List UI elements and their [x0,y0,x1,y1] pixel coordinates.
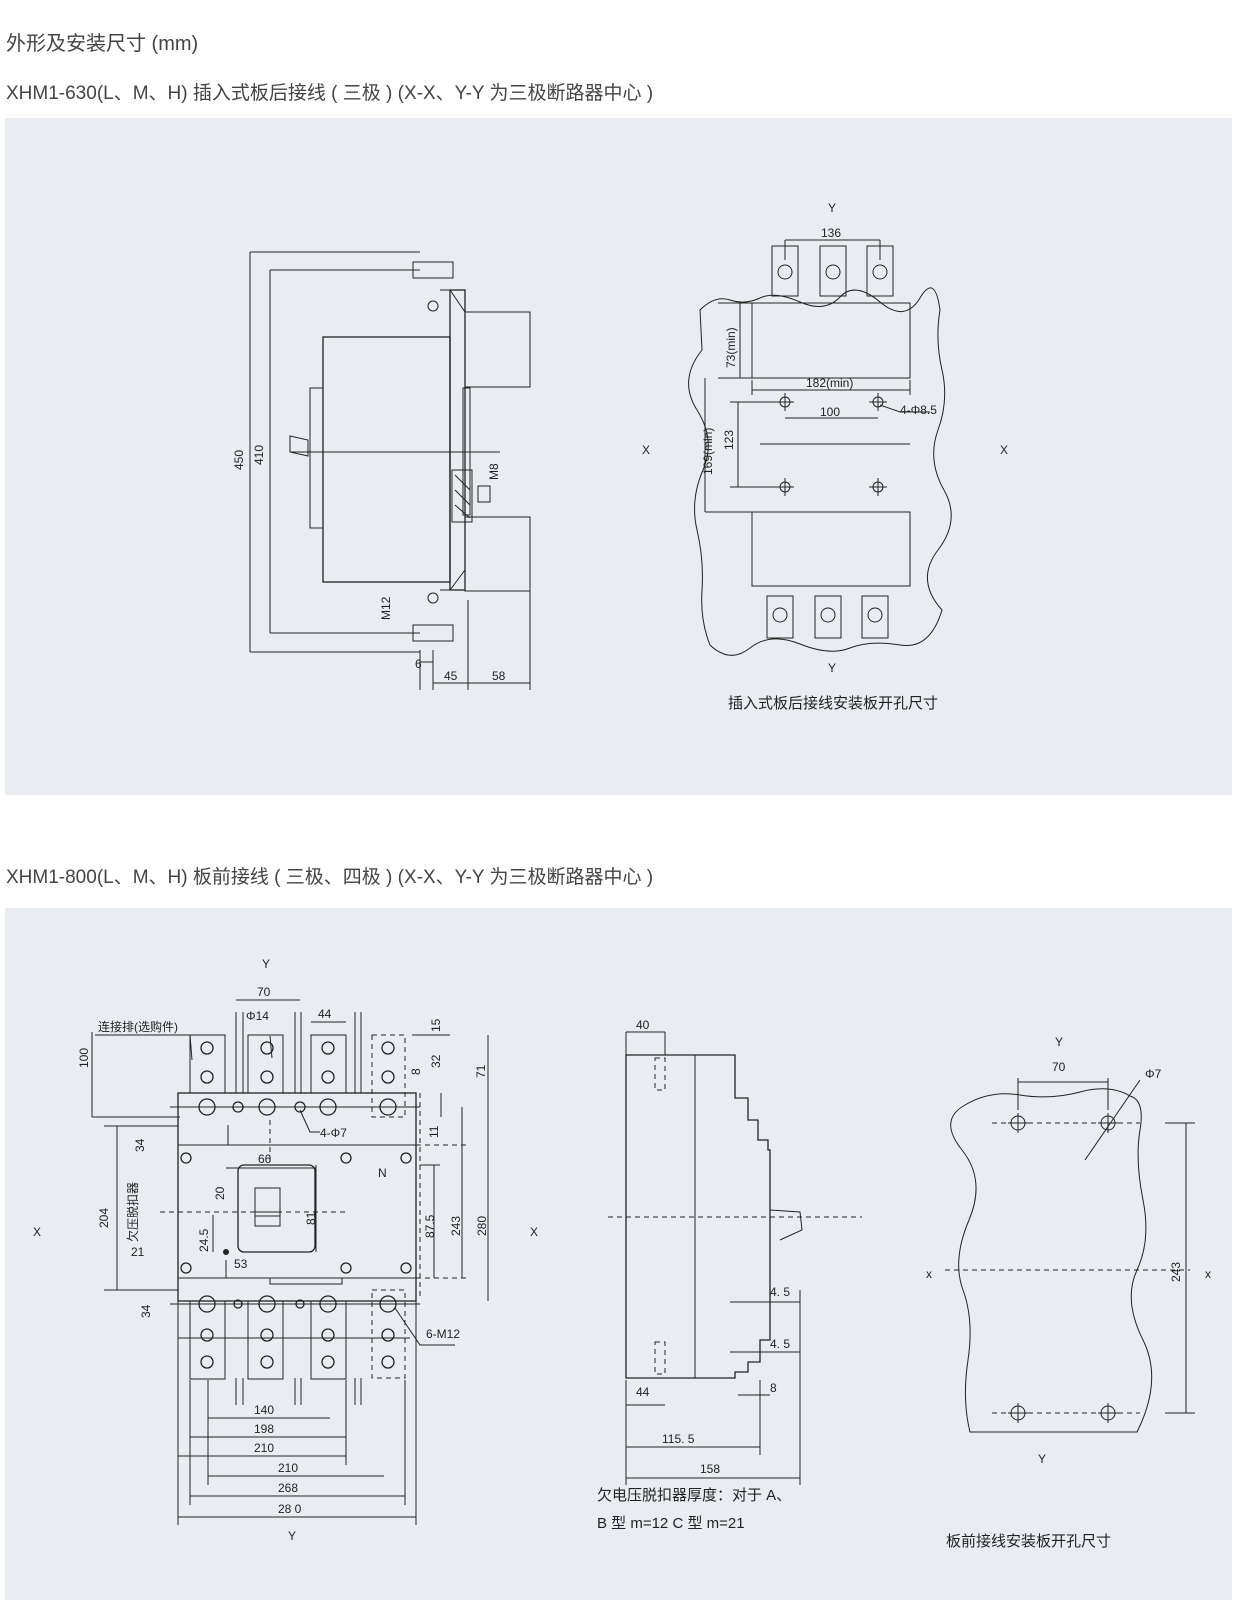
cutout-800: Y 70 Φ7 x 243 x Y 板前接线安装板开孔尺寸 [926,1035,1211,1550]
dim-169min: 169(min) [701,428,715,475]
axis-y-bottom: Y [288,1529,296,1543]
axis-y-top: Y [828,201,836,215]
axis-x-left: X [33,1225,41,1239]
dim-holes-phi7: 4-Φ7 [320,1126,347,1140]
front-view-800: Y 70 Φ14 44 连接排(选购件) 100 15 32 8 71 4-Φ7… [33,957,489,1543]
dim-73min: 73(min) [724,327,738,368]
cutout-caption-800: 板前接线安装板开孔尺寸 [946,1532,1111,1550]
dim-66: 66 [258,1152,272,1166]
dim-182min: 182(min) [806,376,853,390]
side-view-630: 450 410 M8 M12 6 45 58 [232,251,531,690]
dim-phi14: Φ14 [246,1009,269,1023]
side-view-800: 40 X 4. 5 4. 5 8 44 115. 5 158 欠电压脱扣器厚度：… [530,1018,862,1532]
drawing-panel-630 [5,118,1232,795]
cutout-630: Y 136 73(min) 182(min) 100 4-Φ8.5 169(mi… [642,201,1008,712]
dim-8: 8 [409,1068,423,1075]
dim-32: 32 [429,1054,443,1068]
axis-y-bottom: Y [1038,1452,1046,1466]
section-title-630: XHM1-630(L、M、H) 插入式板后接线 ( 三极 ) (X-X、Y-Y … [6,83,654,104]
cutout-caption-630: 插入式板后接线安装板开孔尺寸 [728,694,938,712]
dim-44: 44 [318,1007,332,1021]
dim-15: 15 [429,1018,443,1032]
dim-24-5: 24.5 [197,1228,211,1252]
dim-198: 198 [254,1422,274,1436]
dim-450: 450 [232,450,246,470]
dim-m12: M12 [379,596,393,620]
drawing-panel-800 [5,908,1232,1600]
dim-71: 71 [474,1064,488,1078]
dim-87-5: 87.5 [423,1214,437,1238]
dim-115-5: 115. 5 [662,1432,695,1446]
undervoltage-release-label: 欠压脱扣器 [125,1182,140,1242]
dim-11: 11 [427,1125,441,1138]
axis-x-left: x [926,1267,932,1281]
dim-280: 280 [475,1216,489,1236]
dim-21: 21 [131,1245,145,1259]
section-title-800: XHM1-800(L、M、H) 板前接线 ( 三极、四极 ) (X-X、Y-Y … [6,867,654,888]
dim-6: 6 [415,657,422,671]
dim-phi7: Φ7 [1145,1067,1162,1081]
thickness-note-line2: B 型 m=12 C 型 m=21 [597,1515,745,1532]
dim-136: 136 [821,226,841,240]
dim-m8: M8 [487,463,501,480]
dim-204: 204 [97,1208,111,1228]
dim-140: 140 [254,1403,274,1417]
dim-410: 410 [252,445,266,465]
dim-210-b: 210 [278,1461,298,1475]
dim-8: 8 [770,1381,777,1395]
neutral-pole-label: N [378,1166,387,1180]
axis-x: X [530,1225,538,1239]
dim-53: 53 [234,1257,248,1271]
dim-243: 243 [1169,1262,1183,1282]
busbar-label: 连接排(选购件) [98,1019,178,1034]
dim-4-5-b: 4. 5 [770,1337,790,1351]
dim-100: 100 [77,1048,91,1068]
dim-280-bottom: 28 0 [278,1502,302,1516]
axis-x-right: X [1000,443,1008,457]
dim-holes-8-5: 4-Φ8.5 [900,403,937,417]
dim-243: 243 [449,1216,463,1236]
dim-45: 45 [444,669,458,683]
dim-4-5-a: 4. 5 [770,1285,790,1299]
dim-34-bottom: 34 [139,1304,153,1318]
dim-70: 70 [257,985,271,999]
axis-y-bottom: Y [828,661,836,675]
dim-210-a: 210 [254,1441,274,1455]
dim-100: 100 [820,405,840,419]
dim-123: 123 [722,430,736,450]
dim-268: 268 [278,1481,298,1495]
dim-158: 158 [700,1462,720,1476]
dim-58: 58 [492,669,506,683]
axis-y-top: Y [1055,1035,1063,1049]
dim-34-top: 34 [133,1138,147,1152]
axis-x-right: x [1205,1267,1211,1281]
page-title: 外形及安装尺寸 (mm) [6,33,199,55]
axis-y-top: Y [262,957,270,971]
dim-20: 20 [213,1186,227,1200]
dim-6-m12: 6-M12 [426,1327,460,1341]
thickness-note-line1: 欠电压脱扣器厚度：对于 A、 [597,1487,791,1504]
dim-70: 70 [1052,1060,1066,1074]
dim-44: 44 [636,1385,650,1399]
dim-40: 40 [636,1018,650,1032]
dim-81: 81 [304,1211,318,1225]
axis-x-left: X [642,443,650,457]
